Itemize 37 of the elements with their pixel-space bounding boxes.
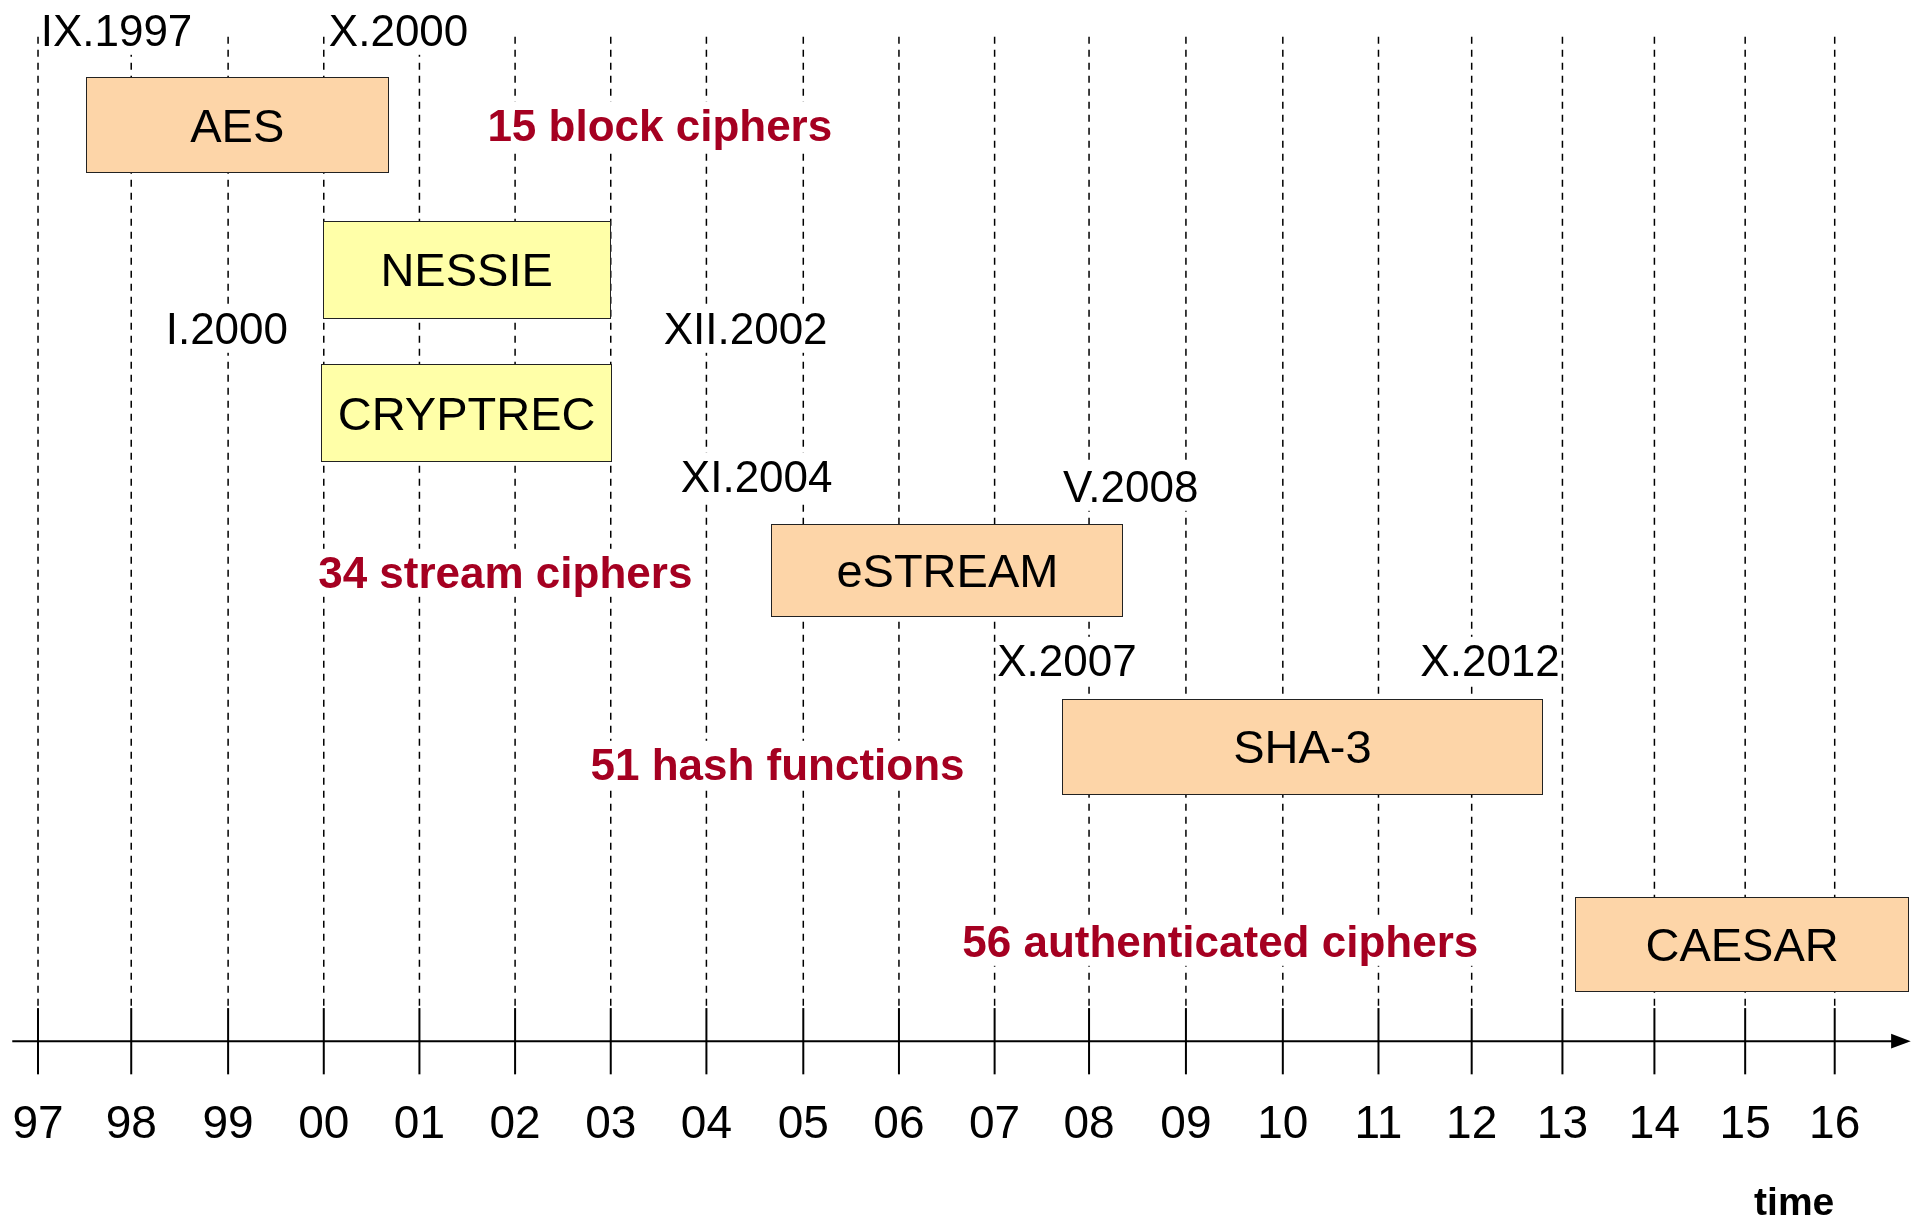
year-tick-label: 06 bbox=[873, 1096, 925, 1148]
year-tick-label: 97 bbox=[12, 1096, 64, 1148]
competition-bar bbox=[321, 364, 612, 463]
year-tick-label: 12 bbox=[1446, 1096, 1498, 1148]
year-tick-label: 10 bbox=[1257, 1096, 1309, 1148]
competition-name: CRYPTREC bbox=[337, 385, 596, 441]
year-tick-label: 09 bbox=[1160, 1096, 1212, 1148]
year-tick-label: 05 bbox=[777, 1096, 829, 1148]
competition-bar bbox=[322, 220, 611, 319]
year-tick-label: 13 bbox=[1536, 1096, 1588, 1148]
year-tick-label: 08 bbox=[1063, 1096, 1115, 1148]
candidate-count: 56 authenticated ciphers bbox=[962, 917, 1479, 967]
year-tick-label: 04 bbox=[680, 1096, 732, 1148]
candidate-count: 34 stream ciphers bbox=[318, 548, 693, 597]
competition-bar bbox=[1062, 699, 1543, 795]
competition-name: NESSIE bbox=[380, 242, 553, 298]
year-tick-label: 99 bbox=[202, 1096, 254, 1148]
year-tick-label: 03 bbox=[585, 1096, 637, 1148]
year-tick-label: 02 bbox=[489, 1096, 541, 1148]
year-tick-label: 07 bbox=[969, 1096, 1021, 1148]
competition-bar bbox=[1574, 896, 1910, 993]
date-label: V.2008 bbox=[1063, 462, 1199, 512]
competition-bar bbox=[85, 77, 389, 173]
year-tick-label: 15 bbox=[1719, 1096, 1771, 1148]
year-tick-label: 00 bbox=[298, 1096, 350, 1148]
year-tick-label: 98 bbox=[105, 1096, 157, 1148]
competition-name: AES bbox=[190, 97, 285, 153]
candidate-count: 15 block ciphers bbox=[487, 102, 833, 151]
competition-name: CAESAR bbox=[1645, 916, 1839, 972]
year-tick-label: 01 bbox=[393, 1096, 445, 1148]
year-tick-label: 14 bbox=[1628, 1096, 1680, 1148]
competition-name: SHA-3 bbox=[1233, 719, 1372, 775]
year-tick-label: 11 bbox=[1354, 1096, 1403, 1148]
competition-name: eSTREAM bbox=[836, 542, 1059, 598]
date-label: XI.2004 bbox=[680, 452, 833, 502]
year-tick-label: 16 bbox=[1809, 1096, 1861, 1148]
competition-bar bbox=[771, 523, 1124, 617]
